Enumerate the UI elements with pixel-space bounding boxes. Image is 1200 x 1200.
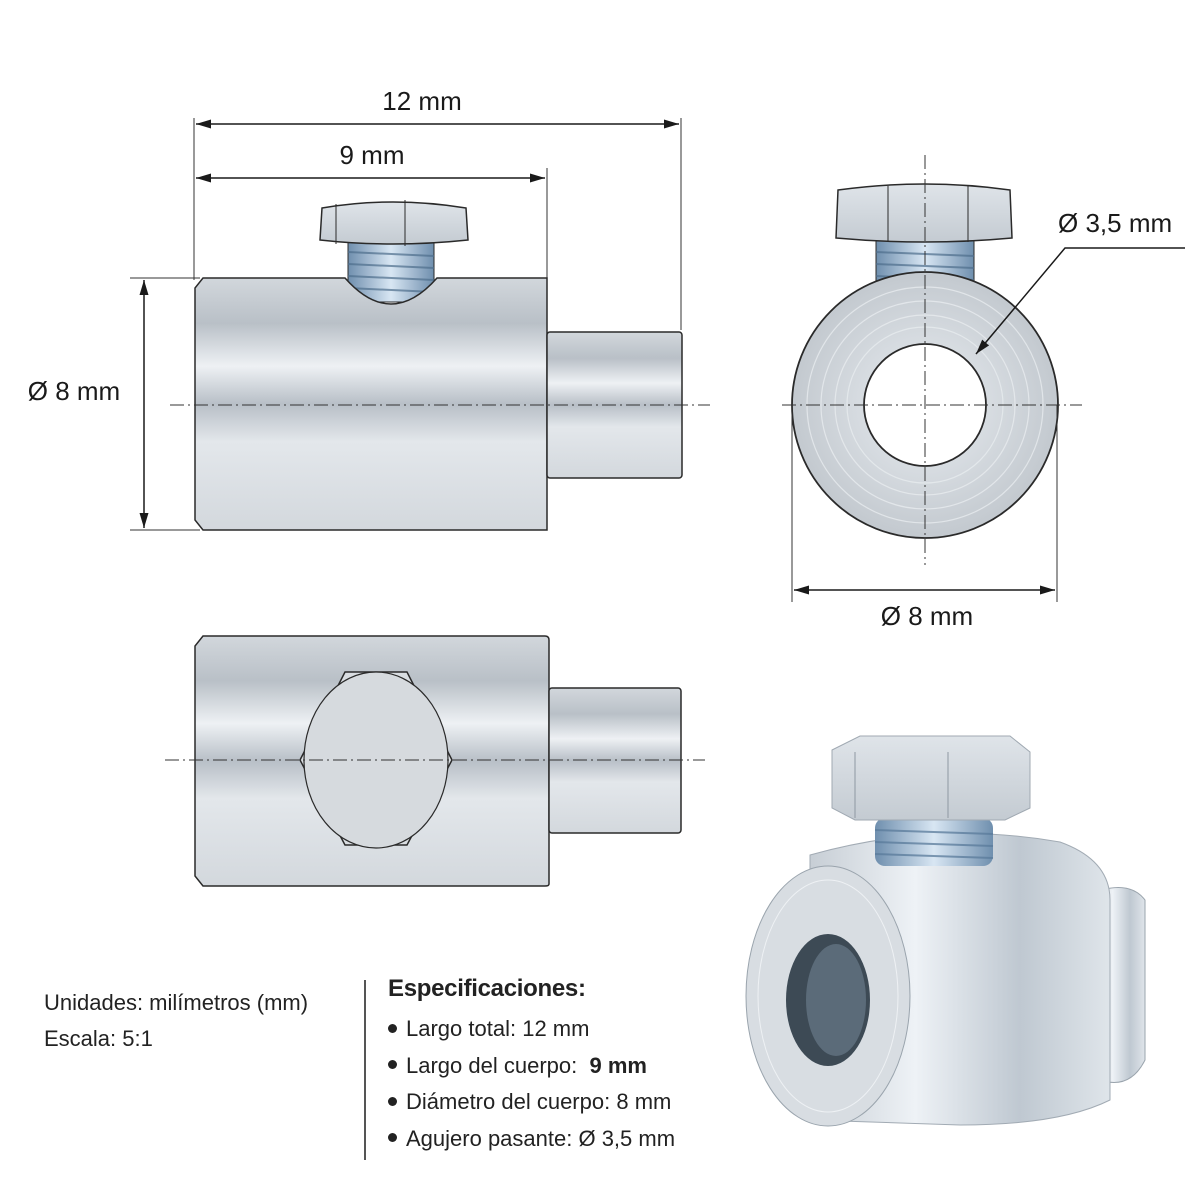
hole-diameter-leader xyxy=(975,247,1185,355)
spec-value: 9 mm xyxy=(589,1052,647,1078)
side-diameter-label: Ø 8 mm xyxy=(28,376,120,406)
units-note: Unidades: milímetros (mm) xyxy=(44,990,309,1015)
spec-item-through-hole: Agujero pasante: Ø 3,5 mm xyxy=(388,1121,675,1158)
bullet-icon xyxy=(388,1060,397,1070)
total-length-label: 12 mm xyxy=(382,86,461,116)
bullet-icon xyxy=(388,1023,397,1033)
spec-item-total-length: Largo total: 12 mm xyxy=(388,1011,675,1048)
spec-item-body-diameter: Diámetro del cuerpo: 8 mm xyxy=(388,1084,675,1121)
spec-value: Ø 3,5 mm xyxy=(578,1125,676,1151)
body-length-label: 9 mm xyxy=(340,140,405,170)
hole-diameter-label: Ø 3,5 mm xyxy=(1058,208,1172,238)
side-view-bottom xyxy=(165,635,705,887)
perspective-photo xyxy=(745,735,1146,1127)
specifications-panel: Especificaciones: Largo total: 12 mm Lar… xyxy=(388,975,675,1157)
drawing-notes: Unidades: milímetros (mm) Escala: 5:1 xyxy=(44,985,308,1057)
bullet-icon xyxy=(388,1096,397,1106)
spec-value: 8 mm xyxy=(616,1089,672,1114)
specifications-title: Especificaciones: xyxy=(388,975,586,1002)
side-view-top: 12 mm 9 mm Ø 8 mm xyxy=(28,86,710,531)
spec-value: 12 mm xyxy=(522,1016,590,1041)
bullet-icon xyxy=(388,1133,397,1143)
notes-divider xyxy=(364,980,366,1160)
front-diameter-label: Ø 8 mm xyxy=(881,601,973,631)
specifications-list: Largo total: 12 mm Largo del cuerpo: 9 m… xyxy=(388,1011,675,1157)
spec-item-body-length: Largo del cuerpo: 9 mm xyxy=(388,1048,675,1085)
front-view: Ø 3,5 mm Ø 8 mm xyxy=(782,155,1185,631)
scale-note: Escala: 5:1 xyxy=(44,1026,153,1051)
